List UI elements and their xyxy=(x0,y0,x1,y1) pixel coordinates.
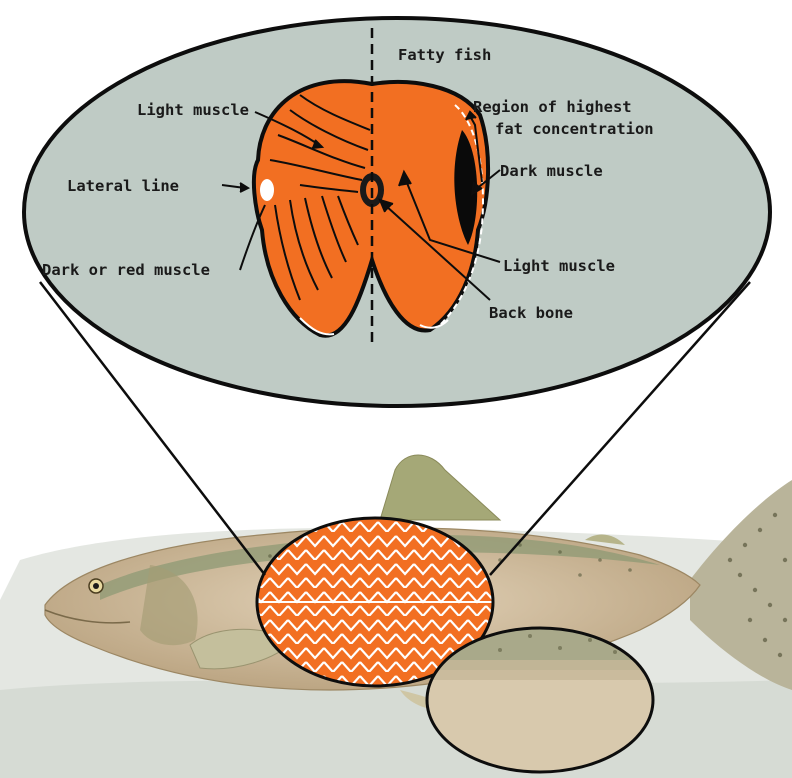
label-dark-muscle: Dark muscle xyxy=(500,162,603,180)
label-lateral-line: Lateral line xyxy=(67,177,179,195)
label-back-bone: Back bone xyxy=(489,304,573,322)
label-region-line1: Region of highest xyxy=(473,98,632,116)
label-region-line2: fat concentration xyxy=(495,120,654,138)
lateral-line-spot xyxy=(260,179,274,201)
label-fatty-fish: Fatty fish xyxy=(398,46,491,64)
dorsal-fin xyxy=(380,455,500,520)
label-light-muscle-top: Light muscle xyxy=(137,101,249,119)
label-dark-red-muscle: Dark or red muscle xyxy=(42,261,210,279)
label-light-muscle-bottom: Light muscle xyxy=(503,257,615,275)
